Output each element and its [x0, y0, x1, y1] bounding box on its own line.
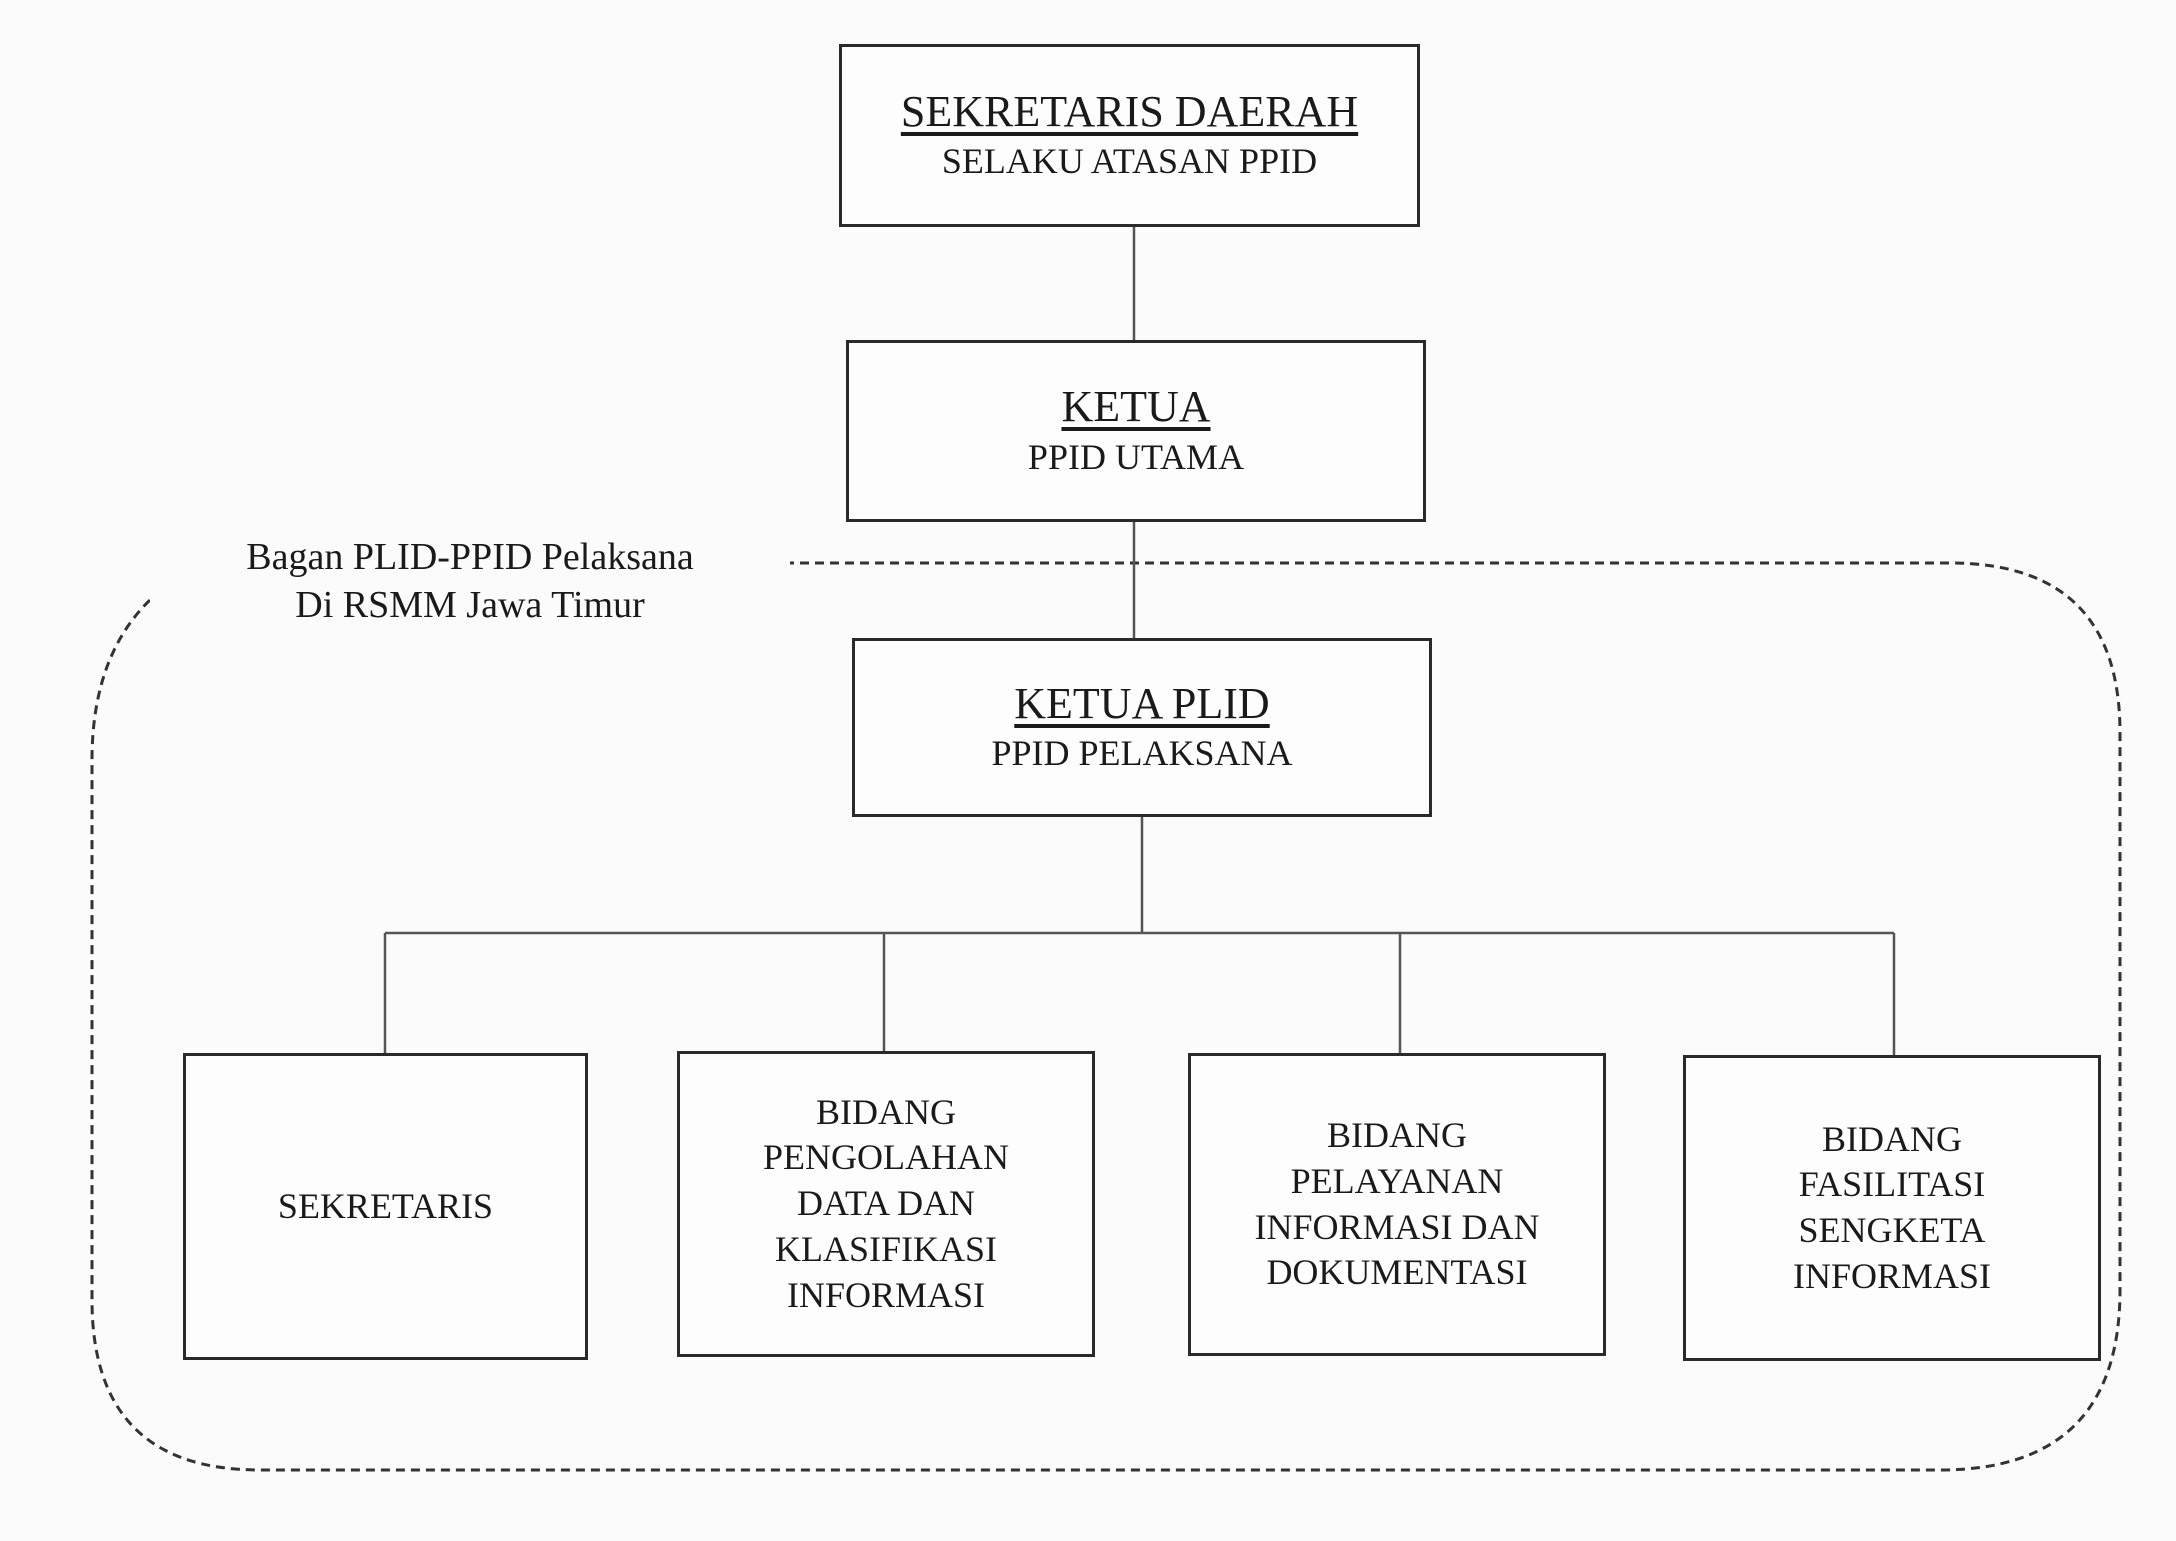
node-sekretaris: SEKRETARIS [183, 1053, 588, 1360]
node-bidang-fasilitasi-line: INFORMASI [1792, 1255, 1992, 1296]
node-bidang-pelayanan-line: BIDANG [1327, 1115, 1467, 1156]
node-bidang-fasilitasi-line: FASILITASI [1798, 1164, 1986, 1205]
node-bidang-pengolahan-line: BIDANG [816, 1091, 956, 1132]
node-ketua-title: KETUA [1061, 382, 1211, 432]
node-bidang-pengolahan: BIDANG PENGOLAHAN DATA DAN KLASIFIKASI I… [677, 1051, 1095, 1357]
group-frame-label-line2: Di RSMM Jawa Timur [295, 583, 645, 626]
node-bidang-pengolahan-line: KLASIFIKASI [774, 1228, 997, 1269]
node-ketua-plid: KETUA PLID PPID PELAKSANA [852, 638, 1432, 817]
node-ketua: KETUA PPID UTAMA [846, 340, 1426, 522]
node-bidang-pelayanan-line: PELAYANAN [1290, 1160, 1504, 1201]
node-sekretaris-daerah: SEKRETARIS DAERAH SELAKU ATASAN PPID [839, 44, 1420, 227]
node-bidang-pengolahan-line: INFORMASI [786, 1274, 986, 1315]
group-frame-label: Bagan PLID-PPID Pelaksana Di RSMM Jawa T… [150, 534, 790, 629]
node-ketua-subtitle: PPID UTAMA [1027, 436, 1245, 477]
dashed-group-frame [90, 561, 2122, 1472]
node-bidang-pengolahan-line: PENGOLAHAN [763, 1137, 1009, 1178]
node-bidang-pelayanan: BIDANG PELAYANAN INFORMASI DAN DOKUMENTA… [1188, 1053, 1606, 1356]
node-sekretaris-line: SEKRETARIS [277, 1185, 494, 1226]
node-ketua-plid-title: KETUA PLID [1014, 678, 1270, 728]
node-bidang-fasilitasi-line: BIDANG [1821, 1118, 1962, 1159]
node-bidang-fasilitasi: BIDANG FASILITASI SENGKETA INFORMASI [1683, 1055, 2101, 1361]
node-sekretaris-daerah-subtitle: SELAKU ATASAN PPID [941, 141, 1318, 182]
node-ketua-plid-subtitle: PPID PELAKSANA [991, 733, 1293, 774]
node-sekretaris-daerah-title: SEKRETARIS DAERAH [900, 86, 1359, 136]
node-bidang-pelayanan-line: INFORMASI DAN [1254, 1206, 1540, 1247]
group-frame-label-line1: Bagan PLID-PPID Pelaksana [246, 536, 694, 578]
node-bidang-fasilitasi-line: SENGKETA [1798, 1210, 1986, 1250]
node-bidang-pengolahan-line: DATA DAN [796, 1183, 976, 1224]
node-bidang-pelayanan-line: DOKUMENTASI [1266, 1252, 1528, 1293]
